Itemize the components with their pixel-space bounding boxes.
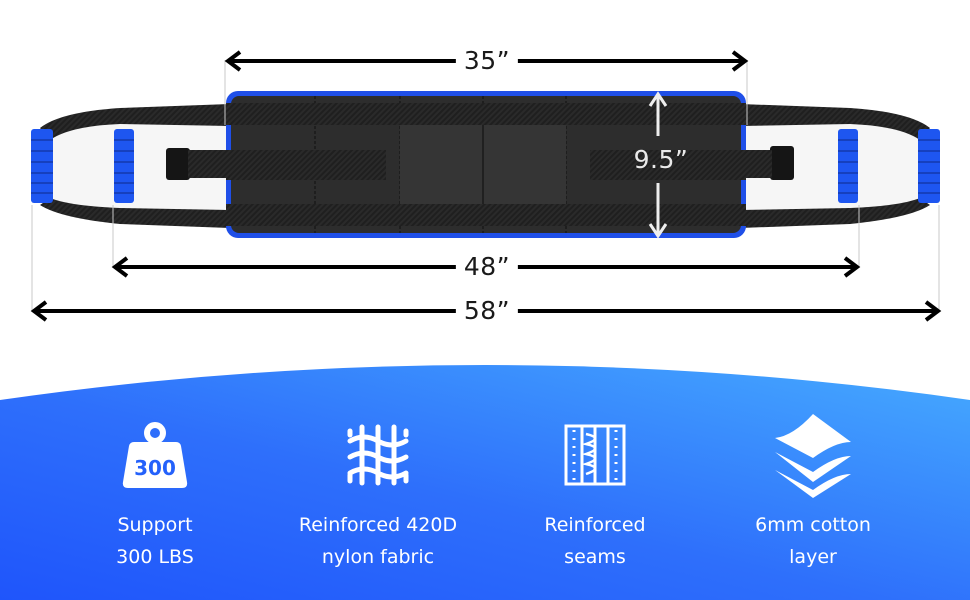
feature-label-line2: nylon fabric	[321, 546, 435, 568]
weight-icon: 300	[55, 415, 255, 495]
feature-label-line1: 6mm cotton	[755, 514, 871, 536]
stitched-seam-icon	[495, 415, 695, 495]
dimension-label-inner-length: 48”	[455, 253, 519, 281]
feature-label-line2: seams	[564, 546, 626, 568]
layers-icon	[713, 414, 913, 498]
handle-left-outer	[31, 129, 53, 203]
feature-label-line2: layer	[789, 546, 837, 568]
feature-reinforced-seams: Reinforced seams	[495, 415, 695, 573]
feature-label-line2: 300 LBS	[116, 546, 194, 568]
dimension-label-overall-length: 58”	[455, 297, 519, 325]
feature-weight-capacity: 300 Support 300 LBS	[55, 415, 255, 573]
dimension-label-pad-height: 9.5”	[633, 145, 689, 174]
belt-illustration	[30, 50, 942, 322]
feature-cotton-layer: 6mm cotton layer	[713, 414, 913, 573]
feature-label-line1: Reinforced 420D	[298, 514, 458, 536]
feature-label-line1: Support	[117, 514, 193, 536]
handle-right-outer	[918, 129, 940, 203]
dimension-label-pad-length: 35”	[455, 47, 519, 75]
belt-pad	[226, 91, 746, 238]
feature-nylon-fabric: Reinforced 420D nylon fabric	[278, 415, 478, 573]
feature-label-line1: Reinforced	[544, 514, 646, 536]
woven-fabric-icon	[278, 415, 478, 495]
extension-lines	[31, 60, 940, 311]
arrow-pad-height	[648, 91, 668, 239]
right-handle-section	[740, 104, 930, 228]
right-buckle	[770, 146, 794, 180]
handle-right-inner	[838, 129, 858, 203]
left-handle-section	[40, 104, 230, 228]
weight-icon-text: 300	[134, 456, 176, 480]
handle-left-inner	[114, 129, 134, 203]
left-buckle	[166, 148, 190, 180]
